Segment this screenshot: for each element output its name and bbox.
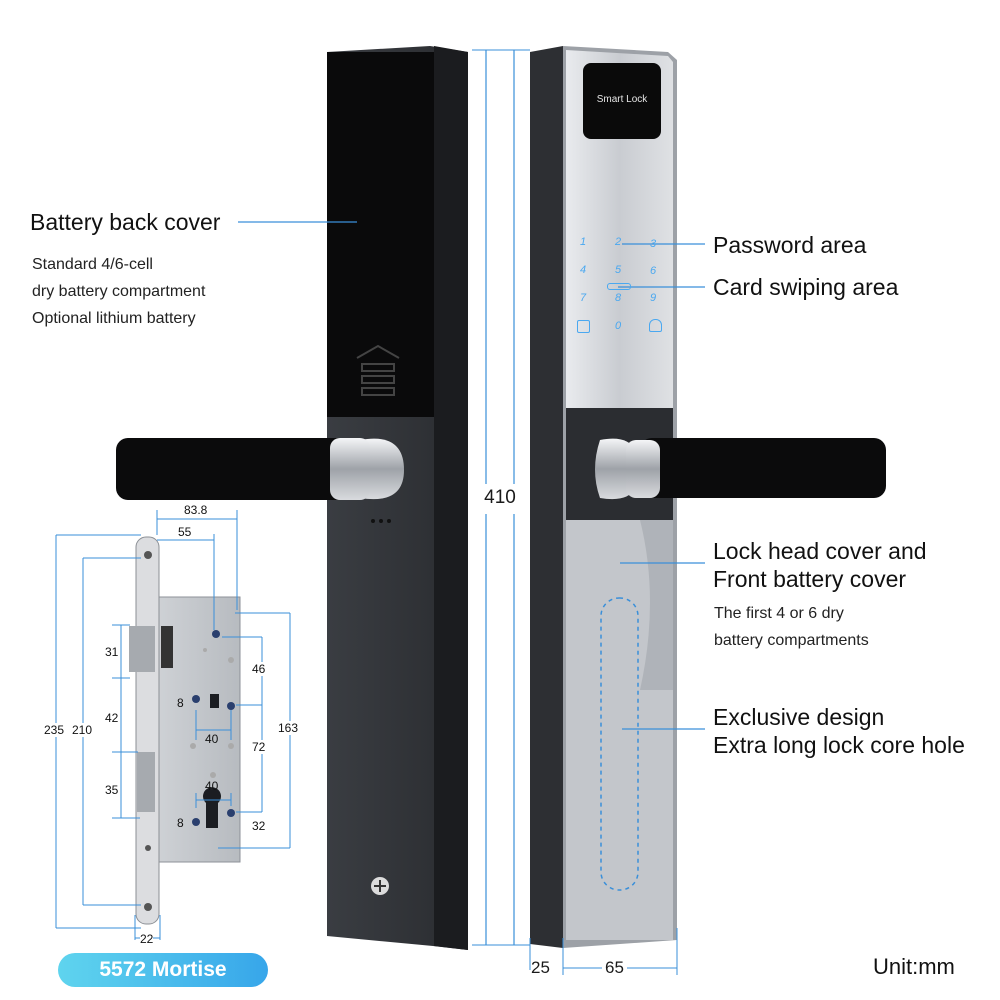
speaker-holes-icon — [371, 519, 391, 523]
battery-back-cover-line-3: Optional lithium battery — [32, 310, 196, 327]
menu-key-icon[interactable] — [577, 320, 590, 333]
key-8[interactable]: 8 — [615, 292, 622, 304]
lock-head-cover-title-2: Front battery cover — [713, 566, 907, 592]
height-dimension — [470, 49, 530, 946]
dim-235: 235 — [44, 723, 65, 737]
exclusive-design-title: Exclusive design — [713, 704, 885, 730]
card-reader-icon — [607, 283, 631, 290]
dim-32: 32 — [252, 819, 266, 833]
key-2[interactable]: 2 — [615, 236, 622, 248]
dim-22: 22 — [140, 932, 154, 946]
lock-head-cover-line-1: The first 4 or 6 dry — [714, 605, 844, 622]
front-panel — [530, 46, 886, 948]
dim-55: 55 — [178, 525, 192, 539]
dim-42: 42 — [105, 711, 119, 725]
lock-head-cover-line-2: battery compartments — [714, 632, 869, 649]
width-dimension-label: 65 — [602, 958, 627, 978]
battery-back-cover-line-1: Standard 4/6-cell — [32, 256, 153, 273]
key-0[interactable]: 0 — [615, 320, 622, 332]
slide-arrow-icon — [356, 344, 400, 396]
key-6[interactable]: 6 — [650, 265, 657, 277]
screen-label: Smart Lock — [596, 94, 648, 105]
password-area-title: Password area — [713, 232, 867, 258]
battery-back-cover-title: Battery back cover — [30, 209, 221, 235]
key-9[interactable]: 9 — [650, 292, 657, 304]
dim-31: 31 — [105, 645, 119, 659]
dim-83-8: 83.8 — [184, 503, 208, 517]
dim-35: 35 — [105, 783, 119, 797]
key-4[interactable]: 4 — [580, 264, 587, 276]
front-handle — [595, 438, 886, 500]
key-1[interactable]: 1 — [580, 236, 587, 248]
mortise-badge: 5572 Mortise — [58, 953, 268, 987]
dim-210: 210 — [72, 723, 93, 737]
lock-core-hole-outline — [600, 597, 639, 891]
lock-screen — [583, 63, 661, 139]
dim-163: 163 — [278, 721, 299, 735]
screw-icon — [371, 877, 389, 895]
lock-head-cover-title-1: Lock head cover and — [713, 538, 927, 564]
battery-back-cover-line-2: dry battery compartment — [32, 283, 206, 300]
touch-keypad[interactable]: 1 2 3 4 5 6 7 8 9 0 — [570, 232, 670, 342]
dim-8-a: 8 — [177, 696, 184, 710]
key-3[interactable]: 3 — [650, 238, 657, 250]
key-7[interactable]: 7 — [580, 292, 587, 304]
back-handle — [116, 438, 404, 500]
dim-40-a: 40 — [205, 732, 219, 746]
battery-back-cover — [327, 52, 434, 417]
unit-label: Unit:mm — [873, 954, 955, 979]
dim-46: 46 — [252, 662, 266, 676]
key-5[interactable]: 5 — [615, 264, 622, 276]
depth-dimension-label: 25 — [531, 958, 550, 977]
height-dimension-label: 410 — [484, 487, 516, 508]
dim-72: 72 — [252, 740, 266, 754]
bell-key-icon[interactable] — [649, 319, 662, 332]
dim-40-b: 40 — [205, 779, 219, 793]
card-swiping-area-title: Card swiping area — [713, 274, 899, 300]
lock-core-hole-title: Extra long lock core hole — [713, 732, 965, 758]
mortise-drawing — [55, 510, 291, 940]
callout-leaders — [238, 221, 705, 730]
back-panel — [116, 46, 468, 950]
dim-8-b: 8 — [177, 816, 184, 830]
